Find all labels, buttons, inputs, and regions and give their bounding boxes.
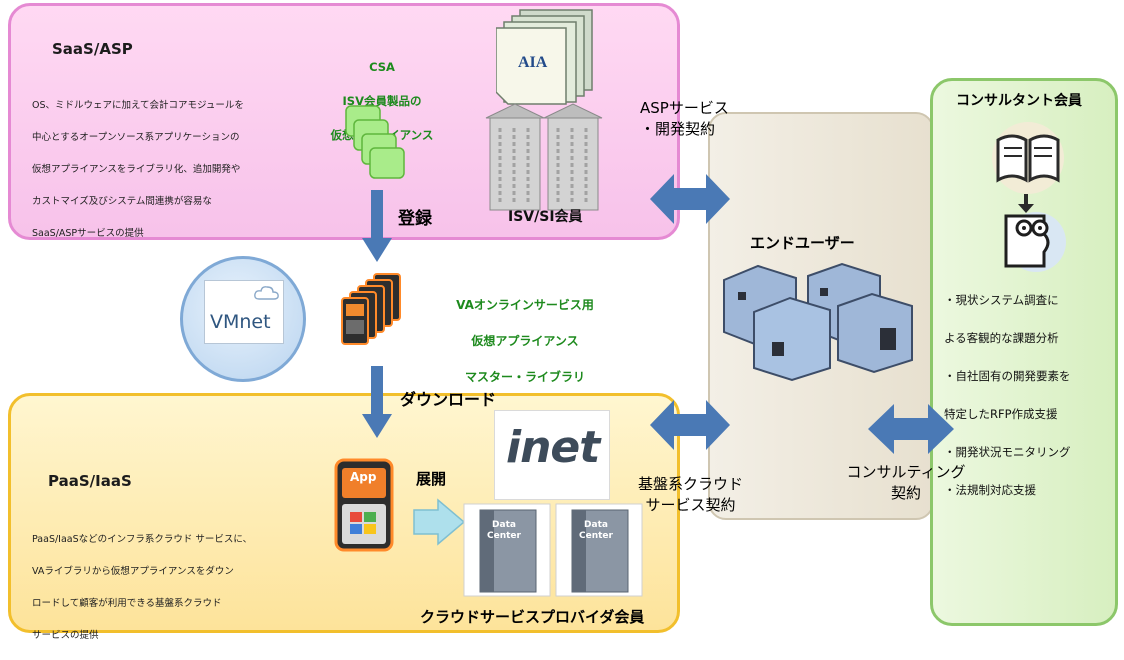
- consultant-service-item: ・現状システム調査に: [944, 293, 1059, 307]
- va-library-line: マスター・ライブラリ: [464, 370, 585, 384]
- csa-line: ISV会員製品の: [342, 94, 422, 108]
- register-label: 登録: [398, 209, 432, 229]
- asp-contract-double-arrow: [650, 174, 730, 224]
- vmnet-logo-card: [204, 280, 284, 344]
- isv-building-icon: [485, 103, 603, 211]
- end-user-buildings-icon: [723, 262, 913, 382]
- paas-description: PaaS/IaaSなどのインフラ系クラウド サービスに、 VAライブラリから仮想…: [32, 516, 332, 660]
- data-center-icon: [555, 503, 643, 597]
- vmnet-circle: [180, 256, 306, 382]
- csa-line: CSA: [369, 60, 395, 74]
- asp-contract-line: ASPサービス: [640, 99, 729, 117]
- infra-contract-line: サービス契約: [645, 496, 736, 514]
- va-library-line: 仮想アプライアンス: [471, 334, 579, 348]
- aia-document-icon: [496, 9, 593, 105]
- register-down-arrow: [362, 190, 392, 262]
- cloud-provider-member-label: クラウドサービスプロバイダ会員: [420, 608, 645, 626]
- download-down-arrow: [362, 366, 392, 438]
- paas-desc-line: PaaS/IaaSなどのインフラ系クラウド サービスに、: [32, 534, 253, 545]
- paas-title: PaaS/IaaS: [48, 472, 132, 490]
- deploy-right-arrow: [413, 498, 466, 546]
- consultant-title: コンサルタント会員: [956, 93, 1082, 109]
- va-library-label: VAオンラインサービス用 仮想アプライアンス マスター・ライブラリ: [430, 278, 620, 404]
- va-library-cards-icon: [341, 273, 401, 345]
- consultant-service-item: ・自社固有の開発要素を: [944, 369, 1071, 383]
- consultant-service-item: よる客観的な課題分析: [944, 331, 1059, 345]
- paas-desc-line: VAライブラリから仮想アプライアンスをダウン: [32, 566, 234, 577]
- virtual-appliance-stack-icon: [345, 105, 405, 179]
- download-label: ダウンロード: [400, 390, 497, 409]
- asp-contract-label: ASPサービス ・開発契約: [640, 98, 729, 140]
- saas-title: SaaS/ASP: [52, 40, 133, 58]
- isv-si-member-label: ISV/SI会員: [508, 209, 583, 225]
- consulting-contract-double-arrow: [868, 404, 954, 454]
- data-center-label: Data Center: [487, 520, 521, 541]
- infra-contract-double-arrow: [650, 400, 730, 450]
- asp-contract-line: ・開発契約: [640, 120, 716, 138]
- data-center-label: Data Center: [579, 520, 613, 541]
- deploy-label: 展開: [416, 470, 447, 488]
- saas-desc-line: 仮想アプライアンスをライブラリ化、追加開発や: [32, 164, 241, 175]
- app-appliance-icon: [334, 458, 394, 552]
- data-center-icon: [463, 503, 551, 597]
- consulting-contract-line: 契約: [890, 484, 921, 502]
- vmnet-logo: VMnet: [210, 311, 271, 333]
- consultant-services-list: ・現状システム調査に よる客観的な課題分析 ・自社固有の開発要素を 特定したRF…: [944, 272, 1114, 519]
- cloud-icon: [254, 286, 279, 300]
- inet-logo-box: [494, 410, 610, 500]
- aia-logo: AIA: [518, 54, 548, 71]
- consultant-service-item: ・開発状況モニタリング: [944, 445, 1071, 459]
- consultant-service-item: ・法規制対応支援: [944, 483, 1036, 497]
- app-label: App: [350, 470, 377, 484]
- va-library-line: VAオンラインサービス用: [456, 298, 594, 312]
- saas-desc-line: SaaS/ASPサービスの提供: [32, 228, 144, 239]
- saas-description: OS、ミドルウェアに加えて会計コアモジュールを 中心とするオープンソース系アプリ…: [32, 82, 332, 258]
- saas-desc-line: カストマイズ及びシステム間連携が容易な: [32, 196, 212, 207]
- consulting-contract-label: コンサルティング 契約: [836, 462, 976, 504]
- inet-logo: inet: [506, 422, 600, 473]
- saas-desc-line: 中心とするオープンソース系アプリケーションの: [32, 132, 240, 143]
- infra-contract-line: 基盤系クラウド: [638, 475, 744, 493]
- consultant-service-item: 特定したRFP作成支援: [944, 407, 1058, 421]
- saas-desc-line: OS、ミドルウェアに加えて会計コアモジュールを: [32, 100, 244, 111]
- consultant-person-icon: [1004, 212, 1066, 272]
- paas-desc-line: サービスの提供: [32, 630, 99, 641]
- infra-contract-label: 基盤系クラウド サービス契約: [638, 474, 743, 516]
- book-icon: [992, 122, 1064, 194]
- down-arrow-icon: [1018, 194, 1034, 213]
- end-user-title: エンドユーザー: [750, 234, 855, 252]
- paas-desc-line: ロードして顧客が利用できる基盤系クラウド: [32, 598, 222, 609]
- consulting-contract-line: コンサルティング: [846, 463, 966, 481]
